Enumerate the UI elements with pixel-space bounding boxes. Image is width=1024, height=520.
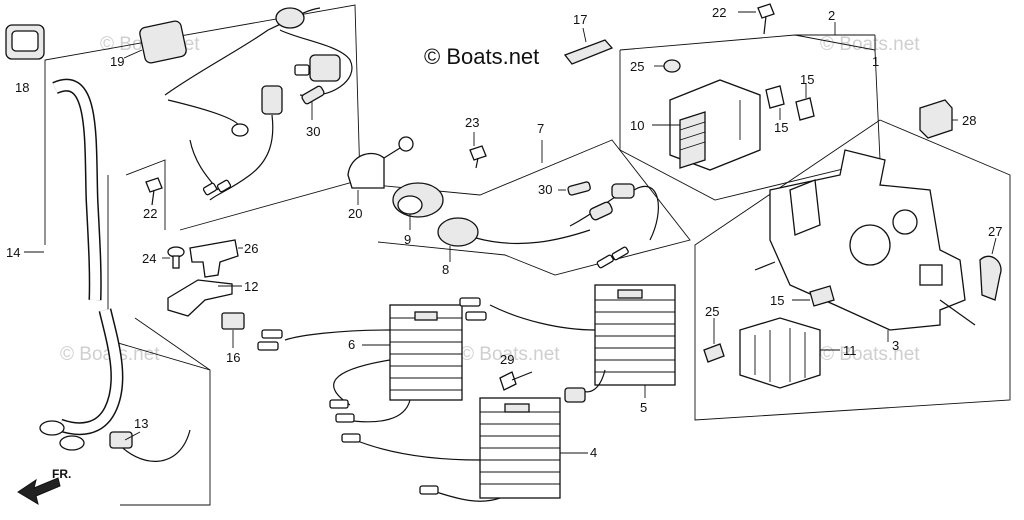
callout-22: 22: [143, 206, 157, 221]
bracket-part: [754, 149, 976, 331]
connector-part: [589, 201, 613, 221]
connector-part: [919, 99, 953, 139]
bracket-part: [167, 279, 233, 317]
arrow-icon: [17, 477, 61, 506]
callout-23: 23: [465, 115, 479, 130]
cap-part: [347, 152, 385, 189]
relay-part: [669, 79, 761, 171]
callout-15: 15: [774, 120, 788, 135]
fuse-box-part: [739, 317, 821, 389]
direction-label: FR.: [52, 467, 71, 481]
watermark-text: © Boats.net: [460, 344, 560, 365]
bolt-part: [499, 371, 517, 391]
watermark-text: © Boats.net: [820, 344, 920, 365]
bolt-part: [757, 3, 775, 19]
connector-part: [221, 312, 245, 330]
grommet-part: [11, 30, 39, 52]
watermark-text: © Boats.net: [820, 34, 920, 55]
callout-24: 24: [142, 251, 156, 266]
connector-part: [275, 7, 305, 29]
callout-11: 11: [843, 343, 857, 358]
connector-part: [261, 85, 283, 115]
callout-22: 22: [712, 5, 726, 20]
group-harness-left: [5, 4, 361, 506]
connector-part: [563, 39, 614, 65]
group-coil: [347, 27, 691, 276]
callout-19: 19: [110, 54, 124, 69]
callout-15: 15: [770, 293, 784, 308]
callout-7: 7: [537, 121, 544, 136]
callout-15: 15: [800, 72, 814, 87]
bolt-part: [469, 145, 487, 161]
regulator-part: [479, 397, 561, 499]
group-relay-bracket: [619, 3, 1011, 421]
clip-part: [663, 59, 681, 73]
callout-27: 27: [988, 224, 1002, 239]
regulator-part: [389, 304, 463, 401]
watermarks: © Boats.net © Boats.net © Boats.net © Bo…: [60, 34, 920, 365]
callout-28: 28: [962, 113, 976, 128]
bolt-part: [145, 177, 163, 193]
regulator-part: [594, 284, 676, 386]
callout-20: 20: [348, 206, 362, 221]
callout-5: 5: [640, 400, 647, 415]
fuse-part: [301, 85, 325, 105]
callout-30: 30: [306, 124, 320, 139]
callout-17: 17: [573, 12, 587, 27]
callout-3: 3: [892, 338, 899, 353]
callout-16: 16: [226, 350, 240, 365]
connector-part: [564, 387, 586, 403]
callout-2: 2: [828, 8, 835, 23]
callout-14: 14: [6, 245, 20, 260]
callout-25: 25: [630, 59, 644, 74]
clip-part: [189, 239, 239, 278]
callout-13: 13: [134, 416, 148, 431]
callout-8: 8: [442, 262, 449, 277]
wire-part: [167, 99, 241, 129]
callout-10: 10: [630, 118, 644, 133]
callout-30: 30: [538, 182, 552, 197]
group-regulators: [125, 159, 676, 502]
coil-part: [437, 217, 479, 247]
callout-9: 9: [404, 232, 411, 247]
group-frame: [44, 4, 361, 245]
callout-25: 25: [705, 304, 719, 319]
callout-18: 18: [15, 80, 29, 95]
terminal-part: [795, 97, 815, 121]
callout-26: 26: [244, 241, 258, 256]
callout-29: 29: [500, 352, 514, 367]
connector-part: [109, 431, 133, 449]
callout-labels: 18 19 14 30 22 24 26 12 16 13 6 4 5 29 2…: [6, 5, 1002, 460]
clip-part: [979, 255, 1002, 301]
terminal-part: [765, 85, 785, 109]
brand-label: © Boats.net: [424, 44, 539, 69]
terminal-part: [809, 285, 835, 307]
grommet-part: [139, 20, 187, 64]
connector-part: [309, 54, 341, 82]
front-direction-indicator: FR.: [17, 467, 71, 506]
callout-4: 4: [590, 445, 597, 460]
callout-6: 6: [348, 337, 355, 352]
callout-12: 12: [244, 279, 258, 294]
callout-1: 1: [872, 54, 879, 69]
fuse-part: [567, 181, 591, 196]
connector-part: [611, 183, 635, 199]
clip-part: [703, 343, 725, 363]
group-frame: [107, 175, 211, 506]
